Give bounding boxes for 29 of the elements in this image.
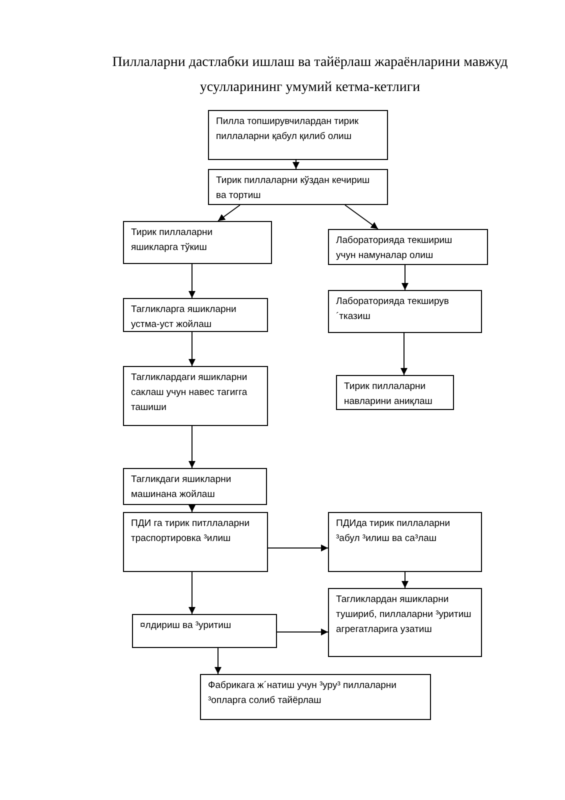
- process-box: Тирик пиллаларни кўздан кечириш ва тортиш: [208, 169, 388, 205]
- process-box: ПДИда тирик пиллаларни ³абул ³илиш ва са³лаш: [328, 512, 482, 572]
- process-box: Тагликларга яшикларни устма-уст жойлаш: [123, 298, 268, 332]
- process-box: Лабораторияда текшириш учун намуналар олиш: [328, 229, 488, 265]
- process-box: Тирик пиллаларни навларини аниқлаш: [336, 375, 454, 410]
- process-box: Тагликдаги яшикларни машинана жойлаш: [123, 468, 267, 505]
- process-box: Тагликлардан яшикларни тушириб, пиллаларни ³уритиш агрегатларига узатиш: [328, 588, 482, 657]
- process-box: ¤лдириш ва ³уритиш: [132, 614, 277, 648]
- arrow: [268, 544, 328, 552]
- arrow: [402, 264, 408, 290]
- process-box: Пилла топширувчилардан тирик пиллаларни қабул қилиб олиш: [208, 110, 388, 160]
- arrow: [188, 572, 196, 614]
- arrow: [400, 332, 408, 376]
- arrow: [214, 648, 222, 674]
- process-box: Тирик пиллаларни яшикларга тўкиш: [123, 221, 272, 264]
- process-box: Тагликлардаги яшикларни саклаш учун навес тагигга ташиши: [123, 366, 268, 426]
- process-box: Лабораторияда текширув ´тказиш: [328, 290, 482, 333]
- arrow: [402, 572, 408, 588]
- arrow: [188, 332, 196, 366]
- process-box: ПДИ га тирик питллаларни траспортировка ³илиш: [123, 512, 268, 572]
- arrow: [188, 426, 196, 468]
- arrow: [292, 160, 300, 170]
- arrow: [188, 504, 196, 512]
- diagram-title: Пиллаларни дастлабки ишлаш ва тайёрлаш жараёнларини мавжуд усулларининг умумий кетма-кетлиги: [111, 54, 509, 97]
- arrow: [276, 628, 328, 636]
- arrow: [344, 204, 378, 230]
- arrow: [218, 204, 240, 222]
- arrow: [188, 264, 196, 298]
- process-box: Фабрикага ж´натиш учун ³уру³ пиллаларни ³опларга солиб тайёрлаш: [200, 674, 431, 720]
